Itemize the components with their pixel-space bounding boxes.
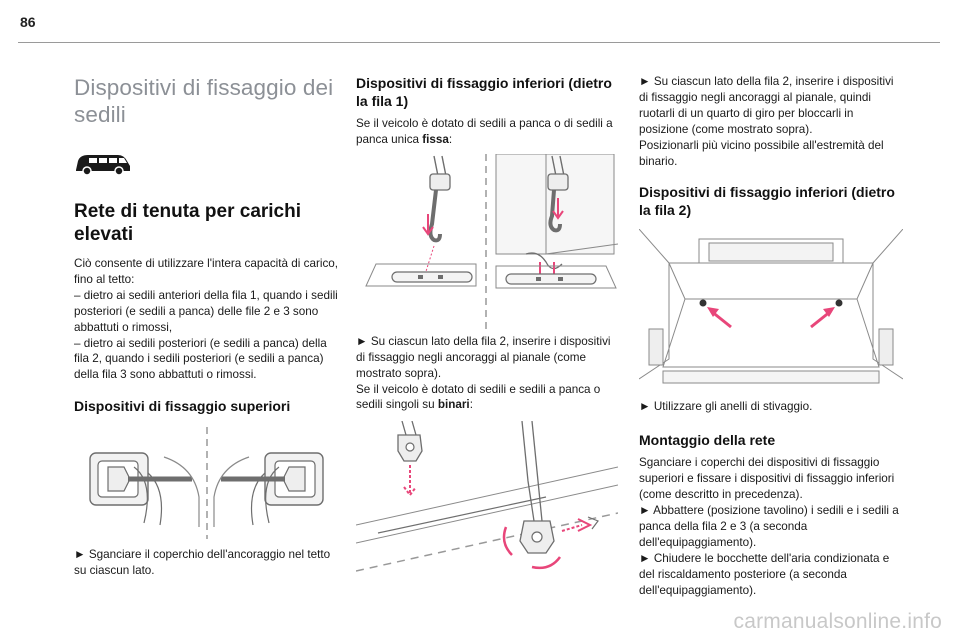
page-number: 86 [20, 14, 36, 30]
header-rule [18, 42, 940, 43]
column-2: Dispositivi di fissaggio inferiori (diet… [355, 74, 619, 591]
watermark: carmanualsonline.info [733, 610, 942, 633]
intro-fissa-bold: fissa [422, 132, 449, 146]
quarter-turn-text: ► Su ciascun lato della fila 2, inserire… [639, 74, 903, 169]
stowage-rings-figure [638, 229, 904, 391]
intro-paragraph: Ciò consente di utilizzare l'intera capa… [74, 257, 339, 286]
rail-end-paragraph: Posizionarli più vicino possibile all'es… [639, 138, 884, 168]
heading-inferiori-fila2: Dispositivi di fissaggio inferiori (diet… [639, 184, 895, 219]
heading-montaggio: Montaggio della rete [639, 432, 776, 449]
column-1: Dispositivi di fissaggio dei sedili Rete… [74, 74, 342, 579]
dash-item-1: – dietro ai sedili anteriori della fila … [74, 288, 338, 334]
dash-item-2: – dietro ai sedili posteriori (e sedili … [74, 336, 327, 382]
intro-text: Ciò consente di utilizzare l'intera capa… [74, 256, 342, 383]
instruction-rings: ► Utilizzare gli anelli di stivaggio. [639, 400, 813, 414]
chapter-title: Dispositivi di fissaggio dei sedili [74, 75, 334, 127]
montaggio-paragraph-2: ► Abbattere (posizione tavolino) i sedil… [639, 504, 899, 549]
subheading-superiori: Dispositivi di fissaggio superiori [74, 398, 291, 415]
montaggio-paragraph-3: ► Chiudere le bocchette dell'aria condiz… [639, 551, 890, 597]
intro-fissa-post: : [448, 132, 453, 146]
quarter-turn-paragraph: ► Su ciascun lato della fila 2, inserire… [639, 75, 894, 136]
intro-fissa-pre: Se il veicolo è dotato di sedili a panca… [356, 117, 613, 146]
intro-binari-bold: binari [437, 398, 470, 412]
instruction-fila2-text: ► Su ciascun lato della fila 2, inserire… [356, 334, 611, 380]
section-heading-rete: Rete di tenuta per carichi elevati [74, 201, 302, 245]
montaggio-paragraph-1: Sganciare i coperchi dei dispositivi di … [639, 456, 895, 502]
rail-anchor-figure [355, 421, 619, 591]
intro-binari: Se il veicolo è dotato di sedili e sedil… [356, 382, 618, 414]
fixed-seat-anchor-figure [356, 153, 619, 330]
upper-anchor-figure [74, 427, 339, 540]
intro-fissa: Se il veicolo è dotato di sedili a panca… [356, 116, 618, 148]
intro-binari-pre: Se il veicolo è dotato di sedili e sedil… [356, 382, 601, 412]
instruction-fila2-fissa: ► Su ciascun lato della fila 2, inserire… [356, 334, 618, 414]
heading-inferiori-fila1: Dispositivi di fissaggio inferiori (diet… [356, 75, 612, 109]
intro-binari-post: : [469, 398, 473, 412]
instruction-superiori: ► Sganciare il coperchio dell'ancoraggio… [74, 548, 331, 578]
vehicle-icon [74, 152, 132, 176]
column-3: ► Su ciascun lato della fila 2, inserire… [638, 74, 904, 599]
montaggio-text: Sganciare i coperchi dei dispositivi di … [639, 455, 903, 598]
